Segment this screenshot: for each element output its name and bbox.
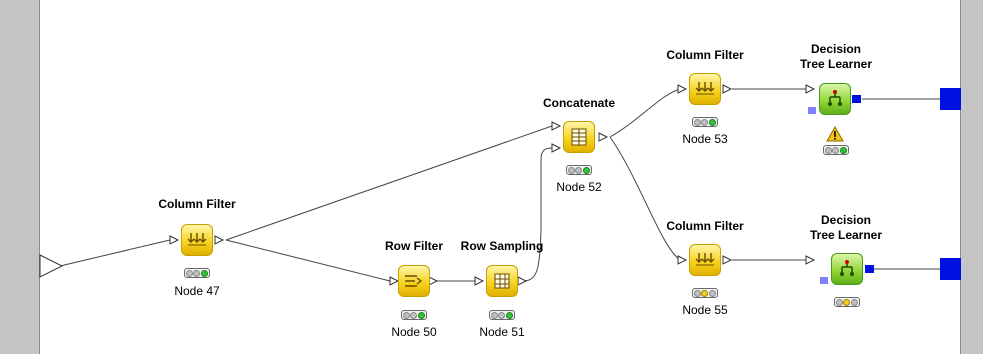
workflow-input-port <box>39 254 64 278</box>
input-port <box>474 276 485 286</box>
workflow-output-bar <box>960 0 983 354</box>
node-label[interactable]: Node 52 <box>556 180 602 194</box>
output-port <box>722 255 733 265</box>
node-status-lights <box>489 310 515 320</box>
model-port-output <box>865 265 874 273</box>
workflow-output-port <box>940 258 961 280</box>
node-status-lights <box>834 297 860 307</box>
connection-wire <box>225 125 553 241</box>
column-filter-icon[interactable] <box>181 224 213 256</box>
decision-tree-icon[interactable] <box>819 83 851 115</box>
node-status-lights <box>401 310 427 320</box>
model-port-left <box>820 277 828 284</box>
warning-icon[interactable] <box>826 126 844 142</box>
node-title: Column Filter <box>666 219 744 233</box>
node-label[interactable]: Node 55 <box>682 303 728 317</box>
node-title: Concatenate <box>542 96 616 110</box>
connection-wire <box>522 147 553 282</box>
node-label[interactable]: Node 51 <box>479 325 525 339</box>
model-port-left <box>808 107 816 114</box>
input-port <box>677 84 688 94</box>
output-port <box>214 235 225 245</box>
input-port <box>551 143 562 153</box>
input-port <box>169 235 180 245</box>
input-port <box>551 121 562 131</box>
node-status-lights <box>692 288 718 298</box>
workflow-input-bar <box>0 0 40 354</box>
model-port-output <box>852 95 861 103</box>
node-status-lights <box>184 268 210 278</box>
node-status-lights <box>692 117 718 127</box>
node-title: Column Filter <box>158 197 236 211</box>
input-port <box>677 255 688 265</box>
input-port <box>389 276 400 286</box>
node-title: Row Sampling <box>460 239 544 253</box>
connection-wire <box>59 239 171 267</box>
column-filter-icon[interactable] <box>689 244 721 276</box>
connection-wire <box>609 88 681 138</box>
input-port <box>805 255 816 265</box>
connection-wire <box>609 136 681 261</box>
output-port <box>428 276 439 286</box>
node-status-lights <box>566 165 592 175</box>
row-sampling-icon[interactable] <box>486 265 518 297</box>
workflow-output-port <box>940 88 961 110</box>
connection-wire <box>225 239 391 282</box>
node-title: Column Filter <box>666 48 744 62</box>
node-label[interactable]: Node 50 <box>391 325 437 339</box>
output-port <box>722 84 733 94</box>
concatenate-icon[interactable] <box>563 121 595 153</box>
column-filter-icon[interactable] <box>689 73 721 105</box>
node-label[interactable]: Node 53 <box>682 132 728 146</box>
node-label[interactable]: Node 47 <box>174 284 220 298</box>
node-title: Row Filter <box>384 239 444 253</box>
output-port <box>598 132 609 142</box>
decision-tree-icon[interactable] <box>831 253 863 285</box>
output-port <box>517 276 528 286</box>
node-status-lights <box>823 145 849 155</box>
input-port <box>805 84 816 94</box>
row-filter-icon[interactable] <box>398 265 430 297</box>
